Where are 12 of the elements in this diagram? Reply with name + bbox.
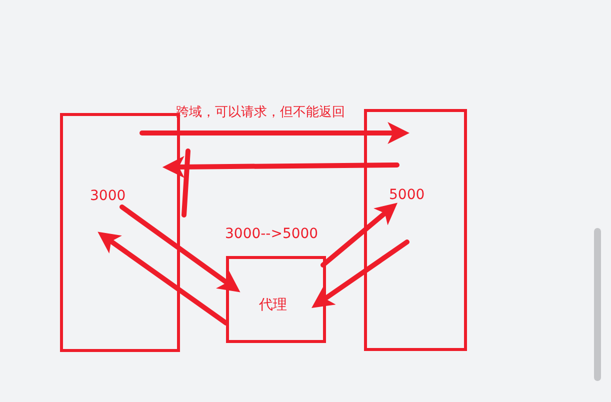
arrow [140,122,410,144]
arrow [162,156,400,178]
arrow [120,204,240,292]
node-label: 代理 [259,296,287,314]
arrow [98,232,228,326]
node-label: 5000 [389,187,425,203]
server-box [226,256,326,343]
node-label: 3000 [90,188,126,204]
node-caption: 3000-->5000 [225,226,318,242]
arrow [312,240,410,308]
arrow [320,202,398,268]
server-box [364,109,467,351]
